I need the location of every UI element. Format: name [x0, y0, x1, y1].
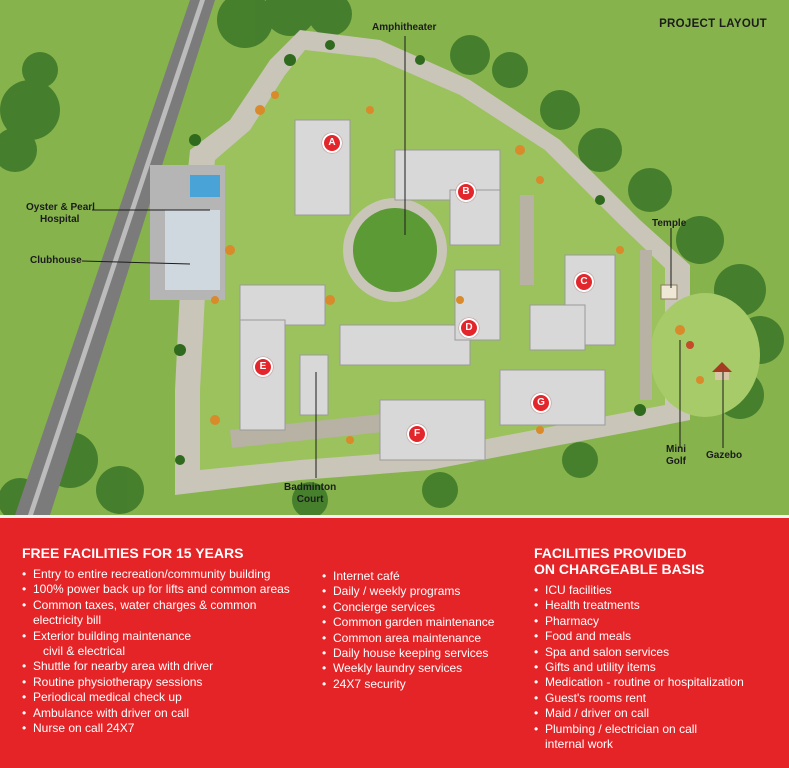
map-title: PROJECT LAYOUT — [659, 18, 767, 30]
list-item: Maid / driver on call — [534, 706, 784, 722]
list-item: Food and meals — [534, 629, 784, 645]
tower-f-marker: F — [407, 424, 427, 444]
tower-e-marker: E — [253, 357, 273, 377]
list-item: Health treatments — [534, 598, 784, 614]
facilities-panel: FREE FACILITIES FOR 15 YEARS Entry to en… — [0, 515, 789, 768]
mini-golf-label-line1: Mini — [666, 444, 686, 455]
tower-d-marker: D — [459, 318, 479, 338]
clubhouse-label: Clubhouse — [30, 255, 82, 266]
panel-divider — [0, 515, 789, 518]
list-item: Common garden maintenance — [322, 615, 522, 631]
tower-b-marker: B — [456, 182, 476, 202]
badminton-court-label: Badminton Court — [284, 482, 336, 506]
free-facilities-list-2: Internet café Daily / weekly programs Co… — [322, 569, 522, 693]
chargeable-facilities-list: ICU facilities Health treatments Pharmac… — [534, 583, 784, 752]
mini-golf-label: Mini Golf — [666, 444, 686, 468]
free-facilities-column-2: Internet café Daily / weekly programs Co… — [322, 569, 522, 693]
tower-c-marker: C — [574, 272, 594, 292]
list-item: Shuttle for nearby area with driver — [22, 659, 332, 675]
list-item: Spa and salon services — [534, 645, 784, 661]
list-item: Guest's rooms rent — [534, 691, 784, 707]
list-item: Gifts and utility items — [534, 660, 784, 676]
list-item: 100% power back up for lifts and common … — [22, 582, 332, 598]
list-item-line: internal work — [545, 737, 614, 752]
list-item-line: Plumbing / electrician on call — [545, 721, 698, 736]
hospital-label-line2: Hospital — [40, 214, 80, 225]
list-item-line: electricity bill — [33, 613, 102, 628]
list-item-line: Common taxes, water charges & common — [33, 597, 257, 612]
site-plan-drawing — [0, 0, 784, 515]
badminton-label-line1: Badminton — [284, 482, 337, 493]
list-item: Ambulance with driver on call — [22, 706, 332, 722]
free-facilities-column: FREE FACILITIES FOR 15 YEARS Entry to en… — [22, 545, 332, 737]
hospital-label: Oyster & Pearl Hospital — [26, 202, 95, 226]
project-layout-map: PROJECT LAYOUT Amphitheater Oyster & Pea… — [0, 0, 789, 515]
badminton-label-line2: Court — [296, 494, 324, 505]
list-item: ICU facilities — [534, 583, 784, 599]
list-item: Medication - routine or hospitalization — [534, 675, 784, 691]
list-item: Daily house keeping services — [322, 646, 522, 662]
list-item: Daily / weekly programs — [322, 584, 522, 600]
list-item-line: civil & electrical — [43, 644, 126, 659]
gazebo-label: Gazebo — [706, 450, 743, 461]
chargeable-heading-line2: ON CHARGEABLE BASIS — [534, 561, 705, 577]
amphitheater-label: Amphitheater — [372, 22, 437, 33]
tower-g-marker: G — [531, 393, 551, 413]
free-facilities-list: Entry to entire recreation/community bui… — [22, 567, 332, 737]
list-item: Common area maintenance — [322, 631, 522, 647]
temple-label: Temple — [652, 218, 687, 229]
hospital-label-line1: Oyster & Pearl — [26, 202, 95, 213]
list-item: Internet café — [322, 569, 522, 585]
list-item: Concierge services — [322, 600, 522, 616]
list-item: Periodical medical check up — [22, 690, 332, 706]
list-item: Nurse on call 24X7 — [22, 721, 332, 737]
tower-a-marker: A — [322, 133, 342, 153]
free-facilities-heading: FREE FACILITIES FOR 15 YEARS — [22, 545, 244, 561]
list-item: Pharmacy — [534, 614, 784, 630]
mini-golf-label-line2: Golf — [666, 456, 686, 467]
list-item: 24X7 security — [322, 677, 522, 693]
list-item: Common taxes, water charges & commonelec… — [22, 598, 332, 629]
list-item: Entry to entire recreation/community bui… — [22, 567, 332, 583]
list-item-line: Exterior building maintenance — [33, 628, 192, 643]
list-item: Weekly laundry services — [322, 661, 522, 677]
list-item: Routine physiotherapy sessions — [22, 675, 332, 691]
chargeable-heading-line1: FACILITIES PROVIDED — [534, 545, 687, 561]
